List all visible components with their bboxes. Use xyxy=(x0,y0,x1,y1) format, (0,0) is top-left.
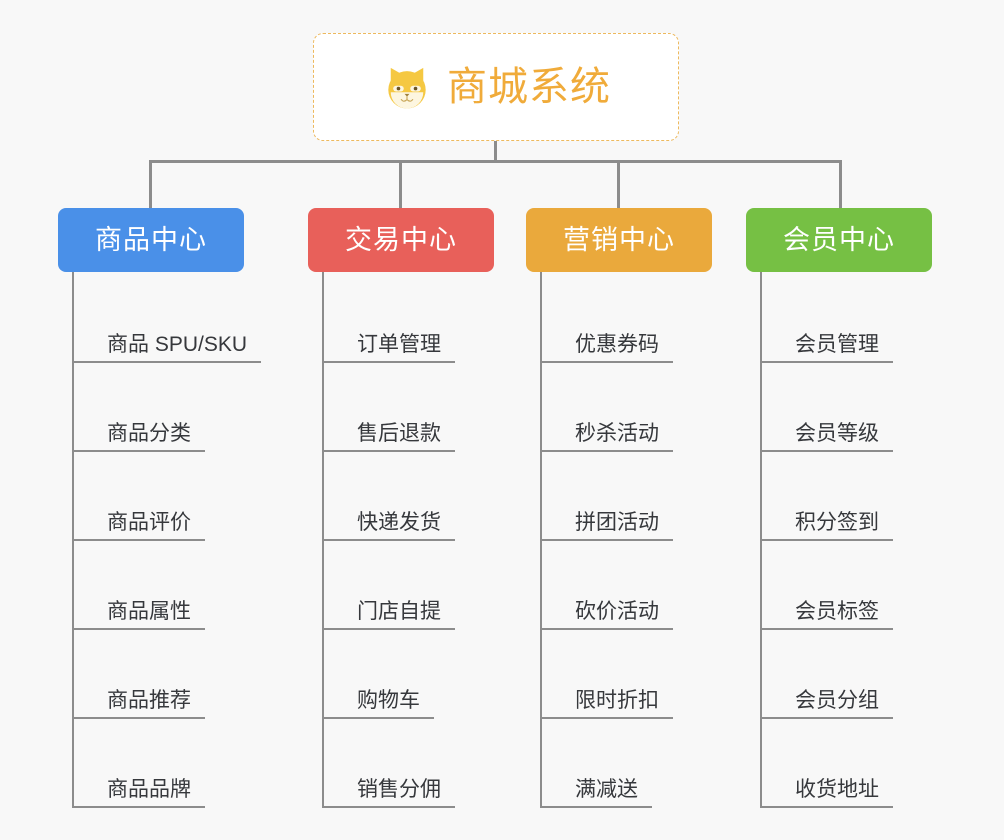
leaf-label: 秒杀活动 xyxy=(575,421,659,445)
list-item[interactable]: 购物车 xyxy=(324,630,494,719)
category-label-0: 商品中心 xyxy=(95,224,207,255)
list-item[interactable]: 会员标签 xyxy=(762,541,932,630)
root-title: 商城系统 xyxy=(447,65,611,109)
branch-column-0: 商品中心 商品 SPU/SKU 商品分类 商品评价 商品属性 商品推荐 商品品牌 xyxy=(58,208,262,808)
category-label-2: 营销中心 xyxy=(563,224,675,255)
category-label-3: 会员中心 xyxy=(783,224,895,255)
leaf-label: 砍价活动 xyxy=(575,599,659,623)
list-item[interactable]: 会员分组 xyxy=(762,630,932,719)
list-item[interactable]: 会员等级 xyxy=(762,363,932,452)
list-item[interactable]: 商品品牌 xyxy=(74,719,244,808)
list-item[interactable]: 商品推荐 xyxy=(74,630,244,719)
list-item[interactable]: 快递发货 xyxy=(324,452,494,541)
leaf-label: 拼团活动 xyxy=(575,510,659,534)
leaf-label: 商品 SPU/SKU xyxy=(107,332,248,356)
list-item[interactable]: 拼团活动 xyxy=(542,452,712,541)
branch-column-1: 交易中心 订单管理 售后退款 快递发货 门店自提 购物车 销售分佣 xyxy=(308,208,494,808)
list-item[interactable]: 订单管理 xyxy=(324,274,494,363)
leaf-label: 商品推荐 xyxy=(107,688,191,712)
leaf-label: 满减送 xyxy=(575,777,638,801)
leaf-list-1: 订单管理 售后退款 快递发货 门店自提 购物车 销售分佣 xyxy=(322,272,494,808)
leaf-label: 售后退款 xyxy=(357,421,441,445)
leaf-label: 订单管理 xyxy=(357,332,441,356)
list-item[interactable]: 商品属性 xyxy=(74,541,244,630)
leaf-list-2: 优惠券码 秒杀活动 拼团活动 砍价活动 限时折扣 满减送 xyxy=(540,272,712,808)
connector-root-stem xyxy=(494,141,497,162)
leaf-label: 商品属性 xyxy=(107,599,191,623)
connector-drop-营销中心 xyxy=(617,160,620,208)
list-item[interactable]: 门店自提 xyxy=(324,541,494,630)
leaf-label: 商品分类 xyxy=(107,421,191,445)
branch-column-2: 营销中心 优惠券码 秒杀活动 拼团活动 砍价活动 限时折扣 满减送 xyxy=(526,208,712,808)
list-item[interactable]: 商品 SPU/SKU xyxy=(74,274,262,363)
leaf-label: 快递发货 xyxy=(357,510,441,534)
list-item[interactable]: 收货地址 xyxy=(762,719,932,808)
connector-drop-交易中心 xyxy=(399,160,402,208)
leaf-label: 门店自提 xyxy=(357,599,441,623)
connector-drop-会员中心 xyxy=(839,160,842,208)
leaf-label: 购物车 xyxy=(357,688,420,712)
leaf-label: 限时折扣 xyxy=(575,688,659,712)
category-label-1: 交易中心 xyxy=(345,224,457,255)
leaf-list-3: 会员管理 会员等级 积分签到 会员标签 会员分组 收货地址 xyxy=(760,272,932,808)
category-box-1[interactable]: 交易中心 xyxy=(308,208,494,272)
leaf-list-0: 商品 SPU/SKU 商品分类 商品评价 商品属性 商品推荐 商品品牌 xyxy=(72,272,262,808)
list-item[interactable]: 积分签到 xyxy=(762,452,932,541)
leaf-label: 商品评价 xyxy=(107,510,191,534)
leaf-label: 会员等级 xyxy=(795,421,879,445)
list-item[interactable]: 售后退款 xyxy=(324,363,494,452)
leaf-label: 会员分组 xyxy=(795,688,879,712)
leaf-label: 优惠券码 xyxy=(575,332,659,356)
list-item[interactable]: 优惠券码 xyxy=(542,274,712,363)
leaf-label: 会员标签 xyxy=(795,599,879,623)
list-item[interactable]: 商品分类 xyxy=(74,363,244,452)
list-item[interactable]: 销售分佣 xyxy=(324,719,494,808)
leaf-label: 积分签到 xyxy=(795,510,879,534)
list-item[interactable]: 秒杀活动 xyxy=(542,363,712,452)
category-box-0[interactable]: 商品中心 xyxy=(58,208,244,272)
category-box-2[interactable]: 营销中心 xyxy=(526,208,712,272)
list-item[interactable]: 会员管理 xyxy=(762,274,932,363)
leaf-label: 会员管理 xyxy=(795,332,879,356)
shiba-dog-face-icon xyxy=(381,63,433,115)
root-node[interactable]: 商城系统 xyxy=(313,33,679,141)
connector-horizontal-bus xyxy=(149,160,842,163)
leaf-label: 收货地址 xyxy=(795,777,879,801)
leaf-label: 商品品牌 xyxy=(107,777,191,801)
connector-drop-商品中心 xyxy=(149,160,152,208)
list-item[interactable]: 砍价活动 xyxy=(542,541,712,630)
leaf-label: 销售分佣 xyxy=(357,777,441,801)
list-item[interactable]: 商品评价 xyxy=(74,452,244,541)
list-item[interactable]: 限时折扣 xyxy=(542,630,712,719)
branch-column-3: 会员中心 会员管理 会员等级 积分签到 会员标签 会员分组 收货地址 xyxy=(746,208,932,808)
category-box-3[interactable]: 会员中心 xyxy=(746,208,932,272)
list-item[interactable]: 满减送 xyxy=(542,719,712,808)
